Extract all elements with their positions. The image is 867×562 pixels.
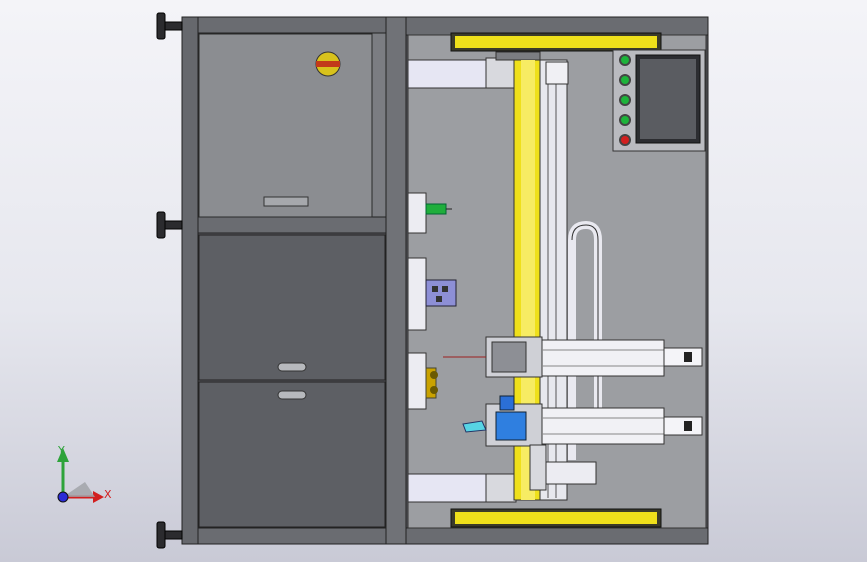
x-axis-label: X bbox=[104, 488, 112, 501]
upper-drawer bbox=[198, 234, 386, 381]
lower-drawer bbox=[198, 381, 386, 528]
indicator-light-green bbox=[621, 96, 629, 104]
indicator-light-red bbox=[621, 136, 629, 144]
work-area bbox=[405, 16, 709, 545]
lower-drawer-handle bbox=[277, 390, 307, 400]
fixture-blue bbox=[425, 279, 457, 307]
indicator-light-green bbox=[621, 116, 629, 124]
y-axis-label: Y bbox=[57, 444, 65, 457]
linear-actuator-1 bbox=[443, 336, 703, 378]
leveling-feet bbox=[156, 12, 183, 549]
indicator-light-green bbox=[621, 56, 629, 64]
upper-drawer-handle bbox=[277, 362, 307, 372]
axis-triad: Y X bbox=[57, 444, 112, 503]
left-cabinet bbox=[181, 16, 407, 545]
indicator-light-green bbox=[621, 76, 629, 84]
upper-access-panel bbox=[198, 33, 373, 218]
warning-lamp bbox=[315, 51, 341, 77]
panel-handle bbox=[263, 196, 309, 207]
fixture-yellow bbox=[425, 367, 438, 399]
control-panel bbox=[612, 49, 706, 152]
linear-actuator-2 bbox=[462, 395, 703, 447]
fixture-green bbox=[425, 203, 452, 215]
